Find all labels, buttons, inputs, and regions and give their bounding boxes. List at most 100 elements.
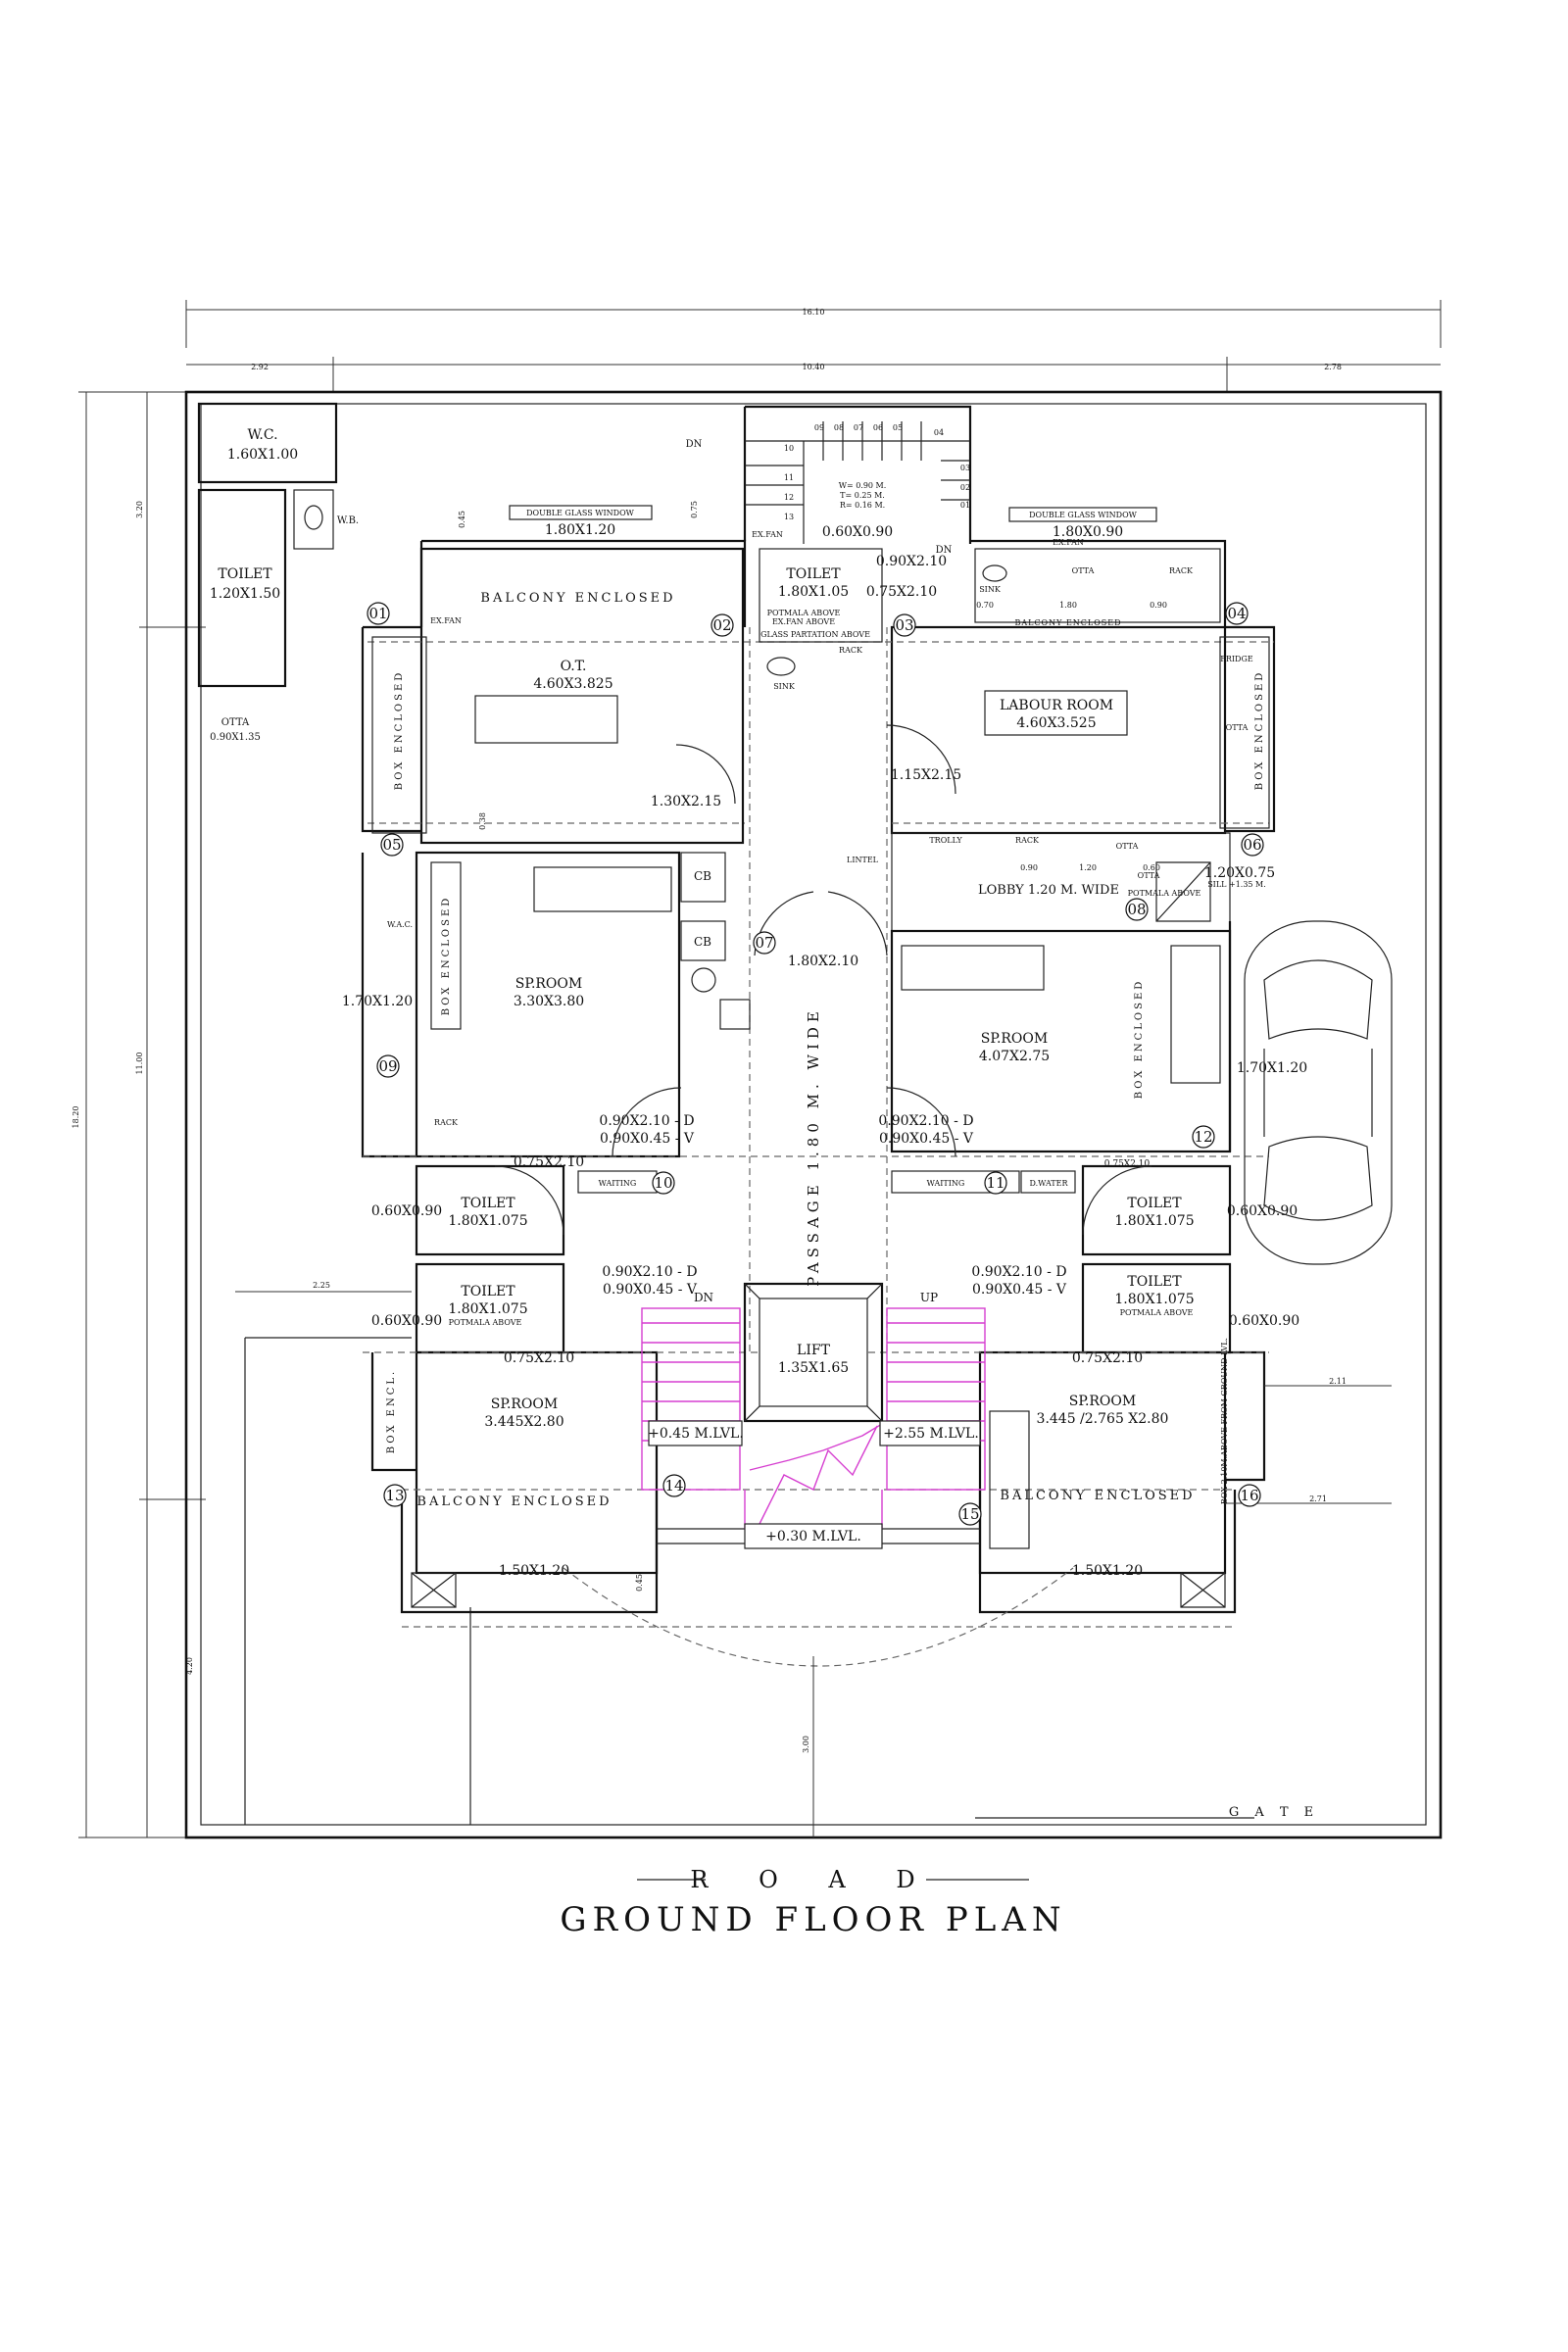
dim-front-setback: 3.00 <box>802 1736 810 1753</box>
sp-room-left-label: SP.ROOM <box>515 976 582 992</box>
svg-text:09: 09 <box>378 1057 397 1075</box>
lobby: TROLLY RACK OTTA OTTA 0.90 1.20 0.60 LOB… <box>847 836 1275 922</box>
step-04: 04 <box>934 428 944 437</box>
dim-lobby-a: 0.90 <box>1020 863 1038 872</box>
road-label: R O A D <box>690 1866 936 1893</box>
grid-markers: 01 02 03 04 05 06 07 08 09 10 11 12 13 1… <box>367 602 1264 1526</box>
dim-kitchen-b: 1.80 <box>1059 601 1077 610</box>
drawing-title: GROUND FLOOR PLAN <box>560 1900 1066 1939</box>
left-dimensions: 18.20 3.20 11.00 4.20 2.25 <box>72 391 412 1838</box>
outside-otta-label: OTTA <box>221 717 250 728</box>
door-D-left-2: 0.90X2.10 - D <box>602 1264 697 1280</box>
dgw-left-size: 1.80X1.20 <box>545 522 615 538</box>
pantry-otta: OTTA <box>1072 566 1095 575</box>
lift-size: 1.35X1.65 <box>778 1360 849 1376</box>
box-enclosed-r2: BOX ENCLOSED <box>1134 979 1145 1100</box>
top-exfan: EX.FAN <box>752 530 783 539</box>
wc-label: W.C. <box>247 427 277 443</box>
top-toilet-size: 1.80X1.05 <box>778 584 849 600</box>
stair-dn-top: DN <box>686 439 703 450</box>
cb-bottom: CB <box>694 935 711 949</box>
svg-text:16: 16 <box>1240 1487 1258 1504</box>
passage-label: PASSAGE 1.80 M. WIDE <box>805 1006 822 1287</box>
marker-08: 08 <box>1125 898 1149 921</box>
svg-text:01: 01 <box>368 605 387 622</box>
outside-otta-size: 0.90X1.35 <box>210 732 261 743</box>
left-toilets: TOILET 1.80X1.075 0.60X0.90 0.90X2.10 - … <box>371 1165 698 1366</box>
labour-size: 4.60X3.525 <box>1016 715 1096 731</box>
potmala-above-3: POTMALA ABOVE <box>449 1318 522 1327</box>
dim-right-b: 2.71 <box>1309 1494 1327 1503</box>
door-075x210-l2: 0.75X2.10 <box>504 1350 574 1366</box>
door-090x210-top: 0.90X2.10 <box>876 554 947 569</box>
ot-room: BALCONY ENCLOSED O.T. 4.60X3.825 BOX ENC… <box>371 591 673 834</box>
dim-side-mark: 2.25 <box>313 1281 330 1290</box>
win-170x120-right: 1.70X1.20 <box>1237 1060 1307 1076</box>
waiting-right: WAITING <box>927 1179 965 1188</box>
toilet-sink: SINK <box>773 682 796 691</box>
door-D-left: 0.90X2.10 - D <box>599 1113 694 1129</box>
win-170x120-left: 1.70X1.20 <box>342 994 413 1009</box>
win-060x090-top: 0.60X0.90 <box>822 524 893 540</box>
lobby-otta: OTTA <box>1116 842 1139 851</box>
dim-small-b: 0.38 <box>478 812 487 830</box>
dim-top-right: 2.78 <box>1324 363 1342 371</box>
svg-text:03: 03 <box>895 616 913 634</box>
door-075x210-r1: 0.75X2.10 <box>1104 1159 1151 1169</box>
box-enclosed-mid: BOX ENCLOSED <box>441 896 452 1016</box>
marker-05: 05 <box>380 833 404 857</box>
car-icon <box>1244 920 1393 1265</box>
step-01: 01 <box>960 501 970 510</box>
wb-label: W.B. <box>337 515 359 526</box>
stair-dn: DN <box>694 1291 713 1304</box>
step-05: 05 <box>893 423 903 432</box>
top-toilet: TOILET 1.80X1.05 POTMALA ABOVE EX.FAN AB… <box>759 548 947 691</box>
door-075x210-r2: 0.75X2.10 <box>1072 1350 1143 1366</box>
outside-toilet-label: TOILET <box>218 566 272 582</box>
right-sp-room: SP.ROOM 4.07X2.75 BOX ENCLOSED 1.70X1.20… <box>878 945 1307 1157</box>
top-dimensions: 16.10 2.92 10.40 2.78 <box>185 300 1442 392</box>
dim-small-c: 0.45 <box>635 1574 644 1592</box>
lift-label: LIFT <box>797 1343 831 1358</box>
sp-room-left-size: 3.30X3.80 <box>514 994 584 1009</box>
marker-03: 03 <box>893 613 916 637</box>
win-V-right: 0.90X0.45 - V <box>879 1131 974 1147</box>
step-12: 12 <box>784 493 794 502</box>
win-V-left-2: 0.90X0.45 - V <box>603 1282 698 1298</box>
sp-room-br-label: SP.ROOM <box>1069 1394 1136 1409</box>
svg-text:10: 10 <box>654 1174 672 1192</box>
outside-toilet-size: 1.20X1.50 <box>210 586 280 602</box>
win-V-right-2: 0.90X0.45 - V <box>972 1282 1067 1298</box>
dim-top-left: 2.92 <box>251 363 269 371</box>
door-130x215: 1.30X2.15 <box>651 794 721 809</box>
wc-size: 1.60X1.00 <box>227 447 298 463</box>
top-openings: DOUBLE GLASS WINDOW 1.80X1.20 DOUBLE GLA… <box>458 505 1157 830</box>
box-enclosed-right: BOX ENCLOSED <box>1254 670 1265 791</box>
toilet-r1-label: TOILET <box>1127 1196 1182 1211</box>
dgw-left-label: DOUBLE GLASS WINDOW <box>526 509 634 517</box>
win-V-left: 0.90X0.45 - V <box>600 1131 695 1147</box>
right-toilets: TOILET 1.80X1.075 0.60X0.90 0.90X2.10 - … <box>971 1165 1299 1366</box>
dwater-label: D.WATER <box>1029 1179 1068 1188</box>
dim-left-top: 3.20 <box>135 501 144 518</box>
top-toilet-label: TOILET <box>786 566 841 582</box>
win-060x090-r2: 0.60X0.90 <box>1229 1313 1299 1329</box>
sill-label: SILL +1.35 M. <box>1207 880 1266 889</box>
toilet-r1-size: 1.80X1.075 <box>1114 1213 1194 1229</box>
marker-06: 06 <box>1241 833 1264 857</box>
right-otta: OTTA <box>1226 723 1249 732</box>
step-06: 06 <box>873 423 883 432</box>
svg-text:04: 04 <box>1227 605 1246 622</box>
ot-exfan: EX.FAN <box>430 616 462 625</box>
marker-11: 11 <box>984 1171 1007 1195</box>
stair-spec-t: T= 0.25 M. <box>840 491 885 500</box>
main-staircase: DN UP LIFT 1.35X1.65 +0.45 M.LVL. +2.55 … <box>641 1282 986 1549</box>
box-note: BOX 2.10M.ABOVE FROM GROUND LVL. <box>1220 1338 1229 1504</box>
centre-passage: 1.30X2.15 CB CB 1.80X2.10 PASSAGE 1.80 M… <box>651 744 888 1287</box>
toilet-r2-size: 1.80X1.075 <box>1114 1292 1194 1307</box>
step-11: 11 <box>784 473 794 482</box>
dgw-right-label: DOUBLE GLASS WINDOW <box>1029 511 1137 519</box>
svg-text:08: 08 <box>1127 901 1146 918</box>
balcony-br-label: BALCONY ENCLOSED <box>1000 1489 1195 1503</box>
